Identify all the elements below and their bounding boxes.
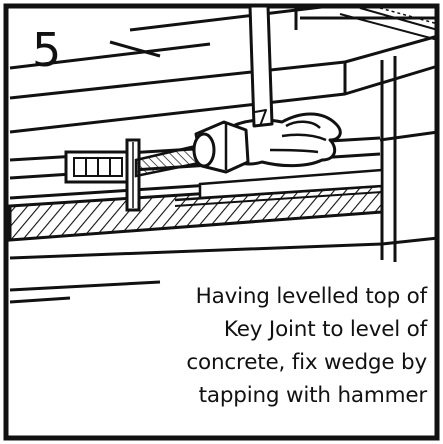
step-number: 5 xyxy=(32,23,62,77)
panel-frame xyxy=(3,3,440,441)
concrete-section xyxy=(8,168,384,242)
formwork-background xyxy=(9,4,439,304)
caption-line: Key Joint to level of xyxy=(223,317,427,342)
caption-line: Having levelled top of xyxy=(195,284,428,309)
instruction-caption: Having levelled top of Key Joint to leve… xyxy=(87,280,427,412)
caption-line: concrete, fix wedge by xyxy=(186,350,427,375)
caption-line: tapping with hammer xyxy=(198,383,428,408)
hammer-icon xyxy=(192,4,274,174)
